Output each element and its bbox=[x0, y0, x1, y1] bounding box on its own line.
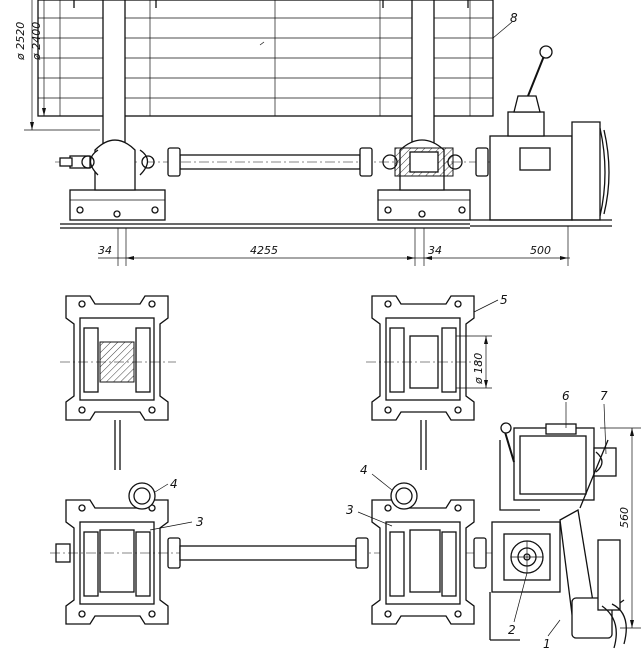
left-support-stand bbox=[69, 139, 166, 221]
drum-diameter-dims: ø 2520 ø 2400 bbox=[14, 0, 100, 131]
dim-560: 560 bbox=[618, 507, 631, 528]
label-4-right: 4 bbox=[360, 463, 368, 477]
callout-4-left: 4 bbox=[154, 477, 178, 493]
callout-4-right: 4 bbox=[360, 463, 393, 491]
callout-3-left: 3 bbox=[149, 515, 204, 531]
callout-5: 5 bbox=[473, 293, 508, 313]
label-6: 6 bbox=[562, 389, 570, 403]
label-3-right: 3 bbox=[346, 503, 354, 517]
right-support-stand bbox=[377, 139, 471, 221]
dim-500: 500 bbox=[530, 244, 551, 257]
dim-dia-2400: ø 2400 bbox=[30, 22, 43, 61]
dim-4255: 4255 bbox=[250, 244, 278, 257]
lower-left-bearing-block bbox=[50, 482, 500, 625]
callout-2: 2 bbox=[508, 572, 528, 637]
label-8: 8 bbox=[510, 11, 518, 25]
callout-1: 1 bbox=[543, 619, 561, 651]
motor-gearbox bbox=[470, 45, 612, 227]
label-1: 1 bbox=[543, 637, 551, 651]
upper-right-bearing-block bbox=[366, 295, 482, 470]
motor-unit-plan bbox=[489, 422, 627, 649]
dim-34-left: 34 bbox=[98, 244, 112, 257]
label-3-left: 3 bbox=[196, 515, 204, 529]
dim-560-group: 560 bbox=[600, 427, 641, 629]
callout-3-right: 3 bbox=[346, 503, 393, 527]
dia-180-dim: ø 180 bbox=[456, 335, 492, 389]
upper-left-bearing-block bbox=[60, 295, 176, 470]
main-shaft bbox=[55, 147, 500, 177]
drum bbox=[37, 0, 494, 151]
elevation-view: ø 2520 ø 2400 bbox=[14, 0, 612, 266]
dim-dia-180: ø 180 bbox=[472, 353, 485, 385]
label-7: 7 bbox=[600, 389, 608, 403]
callout-7: 7 bbox=[600, 389, 608, 455]
lower-shaft bbox=[179, 537, 369, 569]
plan-view: ø 180 5 bbox=[50, 293, 641, 651]
label-4-left: 4 bbox=[170, 477, 178, 491]
horizontal-dims: 34 4255 34 500 bbox=[98, 226, 570, 266]
label-2: 2 bbox=[508, 623, 516, 637]
dim-dia-2520: ø 2520 bbox=[14, 22, 27, 61]
callout-8: 8 bbox=[492, 11, 518, 39]
callout-6: 6 bbox=[562, 389, 570, 428]
dim-34-right: 34 bbox=[428, 244, 442, 257]
label-5: 5 bbox=[500, 293, 508, 307]
lower-right-bearing-block bbox=[371, 482, 487, 625]
